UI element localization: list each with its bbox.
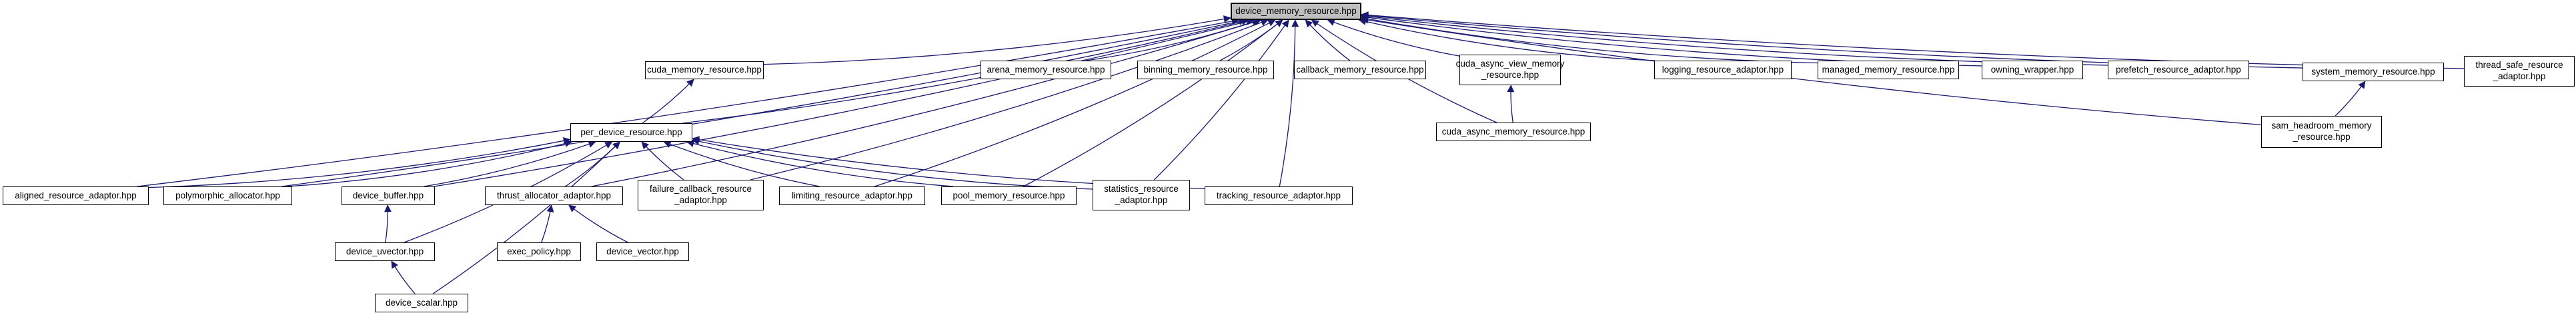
graph-node-prefetch[interactable]: prefetch_resource_adaptor.hpp	[2108, 61, 2249, 79]
edge-exec_policy-to-thrust	[541, 204, 554, 243]
graph-node-buffer[interactable]: device_buffer.hpp	[342, 186, 435, 205]
graph-node-uvector[interactable]: device_uvector.hpp	[335, 242, 435, 261]
node-label: limiting_resource_adaptor.hpp	[792, 190, 912, 200]
edge-polymorphic-to-main	[281, 17, 1247, 187]
node-label: exec_policy.hpp	[507, 246, 571, 256]
node-label: device_vector.hpp	[606, 246, 679, 256]
edge-failure-to-per_device	[641, 141, 684, 180]
edge-pool-to-main	[1023, 19, 1283, 187]
edge-async_mem-to-async_view	[1507, 85, 1515, 123]
edge-cuda_memory-to-main	[763, 15, 1231, 65]
graph-node-per_device[interactable]: per_device_resource.hpp	[570, 123, 692, 142]
graph-node-scalar[interactable]: device_scalar.hpp	[375, 294, 468, 312]
node-label: statistics_resource _adaptor.hpp	[1104, 184, 1179, 205]
graph-node-main[interactable]: device_memory_resource.hpp	[1231, 3, 1361, 20]
node-label: aligned_resource_adaptor.hpp	[15, 190, 137, 200]
graph-node-logging[interactable]: logging_resource_adaptor.hpp	[1654, 61, 1792, 79]
edge-tracking-to-main	[1279, 19, 1299, 187]
node-label: device_uvector.hpp	[346, 246, 424, 256]
node-label: system_memory_resource.hpp	[2311, 66, 2435, 77]
edge-thread_safe-to-main	[1361, 11, 2465, 69]
edge-callback-to-main	[1305, 19, 1351, 61]
edge-buffer-to-per_device	[424, 141, 596, 187]
graph-node-thrust[interactable]: thrust_allocator_adaptor.hpp	[485, 186, 623, 205]
edge-statistics-to-per_device	[692, 137, 1093, 190]
node-label: managed_memory_resource.hpp	[1822, 64, 1955, 75]
edge-scalar-to-per_device	[432, 141, 620, 294]
graph-node-exec_policy[interactable]: exec_policy.hpp	[497, 242, 581, 261]
node-label: device_memory_resource.hpp	[1235, 5, 1357, 16]
node-label: prefetch_resource_adaptor.hpp	[2116, 64, 2241, 75]
node-label: cuda_async_memory_resource.hpp	[1441, 126, 1585, 137]
edge-aligned-to-main	[137, 17, 1239, 187]
graph-node-pool[interactable]: pool_memory_resource.hpp	[941, 186, 1077, 205]
graph-node-async_view[interactable]: cuda_async_view_memory _resource.hpp	[1456, 55, 1564, 85]
node-label: owning_wrapper.hpp	[1990, 64, 2074, 75]
edge-limiting-to-per_device	[663, 141, 820, 187]
edge-buffer-to-main	[434, 18, 1254, 187]
graph-node-sam_headroom[interactable]: sam_headroom_memory _resource.hpp	[2261, 116, 2382, 148]
edge-logging-to-main	[1358, 17, 1656, 61]
edge-sam_headroom-to-main	[1361, 16, 2262, 125]
node-label: cuda_async_view_memory _resource.hpp	[1455, 59, 1565, 80]
node-label: binning_memory_resource.hpp	[1143, 64, 1268, 75]
node-label: device_scalar.hpp	[385, 297, 458, 308]
node-label: cuda_memory_resource.hpp	[647, 65, 762, 75]
graph-node-vector[interactable]: device_vector.hpp	[596, 242, 689, 261]
graph-node-polymorphic[interactable]: polymorphic_allocator.hpp	[163, 186, 292, 205]
graph-node-binning[interactable]: binning_memory_resource.hpp	[1137, 61, 1274, 79]
node-label: thrust_allocator_adaptor.hpp	[496, 190, 612, 200]
edge-owning-to-main	[1361, 13, 1982, 67]
edge-limiting-to-main	[874, 19, 1276, 187]
graph-node-arena[interactable]: arena_memory_resource.hpp	[981, 61, 1111, 79]
graph-node-callback[interactable]: callback_memory_resource.hpp	[1294, 61, 1426, 79]
node-label: sam_headroom_memory _resource.hpp	[2271, 121, 2372, 142]
graph-node-tracking[interactable]: tracking_resource_adaptor.hpp	[1205, 186, 1353, 205]
edge-uvector-to-buffer	[384, 204, 392, 243]
graph-node-limiting[interactable]: limiting_resource_adaptor.hpp	[779, 186, 925, 205]
edge-sam_headroom-to-system	[2335, 81, 2366, 117]
graph-node-statistics[interactable]: statistics_resource _adaptor.hpp	[1093, 180, 1190, 210]
node-label: logging_resource_adaptor.hpp	[1662, 64, 1784, 75]
edge-polymorphic-to-per_device	[287, 140, 573, 187]
graph-node-thread_safe[interactable]: thread_safe_resource _adaptor.hpp	[2464, 56, 2575, 87]
graph-node-failure[interactable]: failure_callback_resource _adaptor.hpp	[638, 180, 764, 210]
edge-arena-to-main	[1085, 18, 1260, 61]
node-label: arena_memory_resource.hpp	[987, 64, 1105, 75]
edge-per_device-to-cuda_memory	[642, 79, 694, 124]
node-label: per_device_resource.hpp	[580, 127, 682, 137]
graph-node-owning[interactable]: owning_wrapper.hpp	[1982, 61, 2083, 79]
edge-aligned-to-per_device	[148, 137, 571, 188]
graph-node-system[interactable]: system_memory_resource.hpp	[2303, 63, 2444, 81]
edge-failure-to-main	[750, 19, 1269, 180]
edge-statistics-to-main	[1153, 19, 1289, 180]
edge-pool-to-per_device	[686, 140, 954, 187]
edge-async_view-to-main	[1327, 19, 1460, 57]
node-label: device_buffer.hpp	[352, 190, 424, 200]
edge-per_device-to-main	[682, 18, 1249, 124]
edge-thrust-to-main	[591, 18, 1262, 187]
node-label: polymorphic_allocator.hpp	[175, 190, 280, 200]
graph-node-cuda_memory[interactable]: cuda_memory_resource.hpp	[645, 61, 764, 79]
node-label: thread_safe_resource _adaptor.hpp	[2475, 60, 2563, 81]
edge-scalar-to-uvector	[391, 260, 416, 294]
node-label: pool_memory_resource.hpp	[952, 190, 1065, 200]
edge-vector-to-thrust	[568, 204, 628, 243]
node-label: tracking_resource_adaptor.hpp	[1216, 190, 1341, 200]
node-label: failure_callback_resource _adaptor.hpp	[649, 184, 752, 205]
graph-node-managed[interactable]: managed_memory_resource.hpp	[1818, 61, 1959, 79]
graph-node-aligned[interactable]: aligned_resource_adaptor.hpp	[3, 186, 149, 205]
graph-node-async_mem[interactable]: cuda_async_memory_resource.hpp	[1436, 123, 1591, 141]
node-label: callback_memory_resource.hpp	[1296, 64, 1424, 75]
